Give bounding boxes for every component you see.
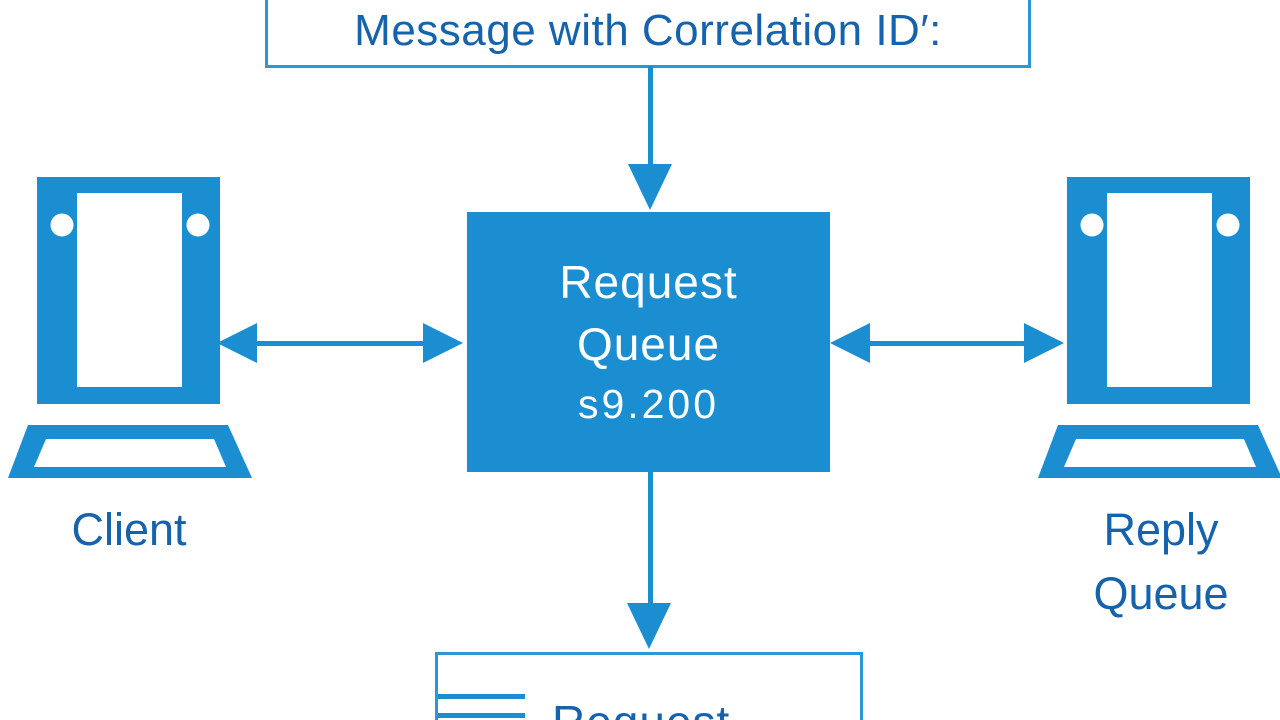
message-correlation-box: Message with Correlation ID′:: [265, 0, 1031, 68]
reply-queue-label-line1: Reply: [1103, 504, 1219, 555]
arrow-client-queue-line: [251, 341, 429, 346]
bottom-request-label: Request: [552, 695, 730, 720]
list-line-icon: [438, 694, 525, 699]
arrow-queue-reply-lefthead-icon: [830, 323, 870, 363]
request-queue-line2: Queue: [576, 318, 721, 370]
bottom-request-box: Request: [435, 652, 863, 720]
reply-queue-computer-icon: [1038, 177, 1280, 478]
message-correlation-label: Message with Correlation ID′:: [354, 6, 942, 55]
arrow-queue-reply-righthead-icon: [1024, 323, 1064, 363]
list-line-icon: [438, 713, 525, 718]
client-label: Client: [71, 504, 187, 555]
reply-queue-label: Reply Queue: [1052, 498, 1270, 626]
arrow-queue-to-bottom-line: [648, 471, 653, 605]
request-queue-line1: Request: [559, 256, 738, 308]
arrow-client-queue-lefthead-icon: [217, 323, 257, 363]
request-queue-box: Request Queue s9.200: [467, 212, 830, 472]
client-computer-icon: [8, 177, 252, 478]
request-queue-line3: s9.200: [577, 381, 720, 427]
arrow-queue-reply-line: [864, 341, 1028, 346]
arrow-queue-to-bottom-head-icon: [627, 603, 671, 649]
arrow-client-queue-righthead-icon: [423, 323, 463, 363]
reply-queue-label-line2: Queue: [1093, 568, 1229, 619]
arrow-top-to-queue-line: [648, 66, 653, 168]
arrow-top-to-queue-head-icon: [628, 164, 672, 210]
